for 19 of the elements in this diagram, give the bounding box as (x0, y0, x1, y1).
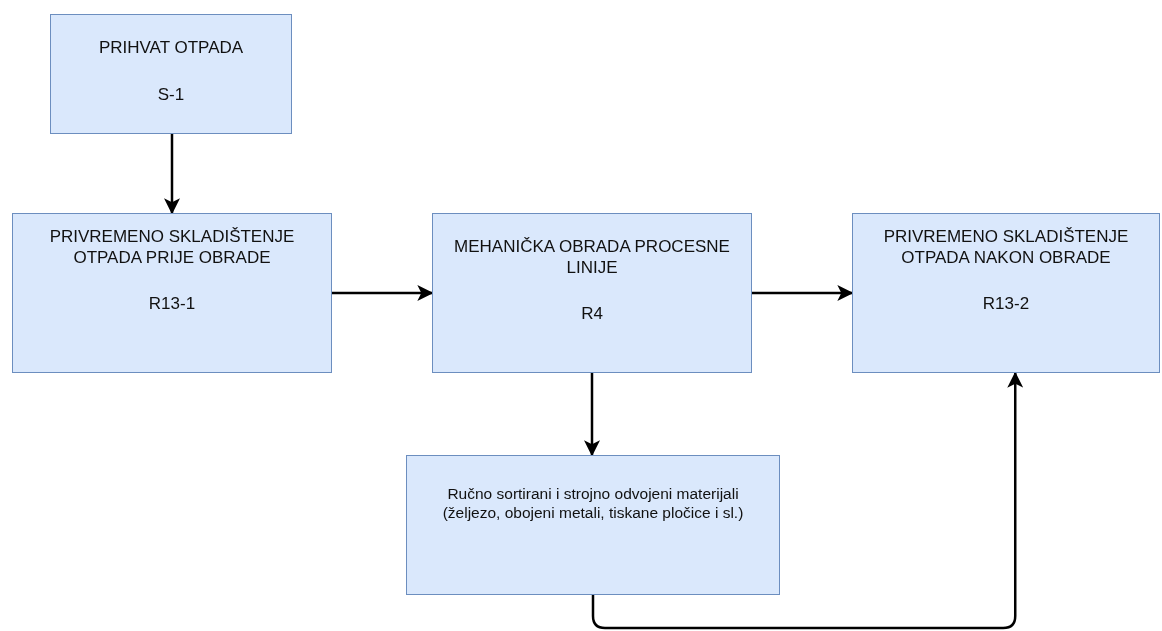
arrow (591, 371, 1024, 630)
process-box (12, 213, 332, 373)
process-box (852, 213, 1160, 373)
node-code: R4 (581, 302, 603, 324)
node-title: PRIHVAT OTPADA (98, 37, 244, 59)
node-title: Ručno sortirani i strojno odvojeni materijali (željezo, obojeni metali, tiskane pločice i sl.) (441, 484, 745, 523)
output-box (406, 455, 780, 595)
node-code: R13-2 (982, 292, 1030, 314)
node-title: MEHANIČKA OBRADA PROCESNE LINIJE (453, 236, 731, 279)
process-box (50, 14, 292, 134)
node-code: S-1 (157, 84, 185, 106)
arrow (164, 134, 180, 215)
arrow (584, 373, 600, 457)
process-box (432, 213, 752, 373)
node-code: R13-1 (148, 292, 196, 314)
node-title: PRIVREMENO SKLADIŠTENJE OTPADA NAKON OBRADE (882, 226, 1130, 269)
arrow (332, 285, 434, 301)
node-title: PRIVREMENO SKLADIŠTENJE OTPADA PRIJE OBRADE (48, 226, 296, 269)
arrow (752, 285, 854, 301)
